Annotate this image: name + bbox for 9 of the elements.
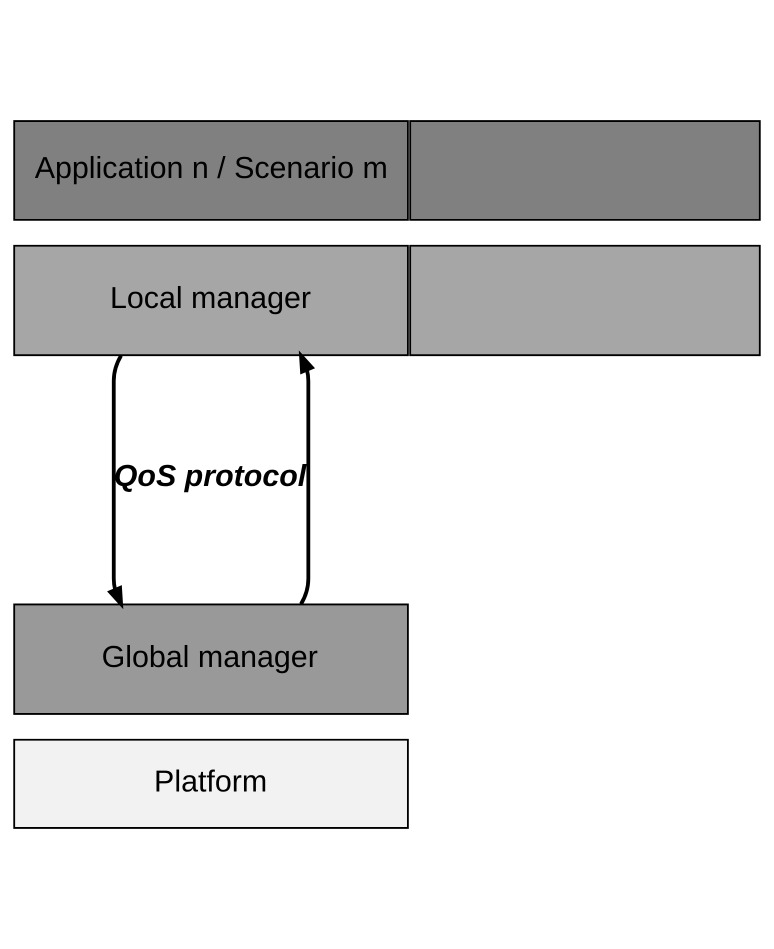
node-box: Global manager [13, 604, 409, 715]
node-box [409, 120, 761, 221]
node-box: Application n / Scenario m [13, 120, 409, 221]
arrow [107, 354, 124, 610]
node-box: Platform [13, 738, 409, 829]
node-box [409, 244, 761, 356]
node-box: Local manager [13, 244, 409, 356]
arrow [298, 350, 316, 605]
edge-label: QoS protocol [114, 458, 306, 493]
